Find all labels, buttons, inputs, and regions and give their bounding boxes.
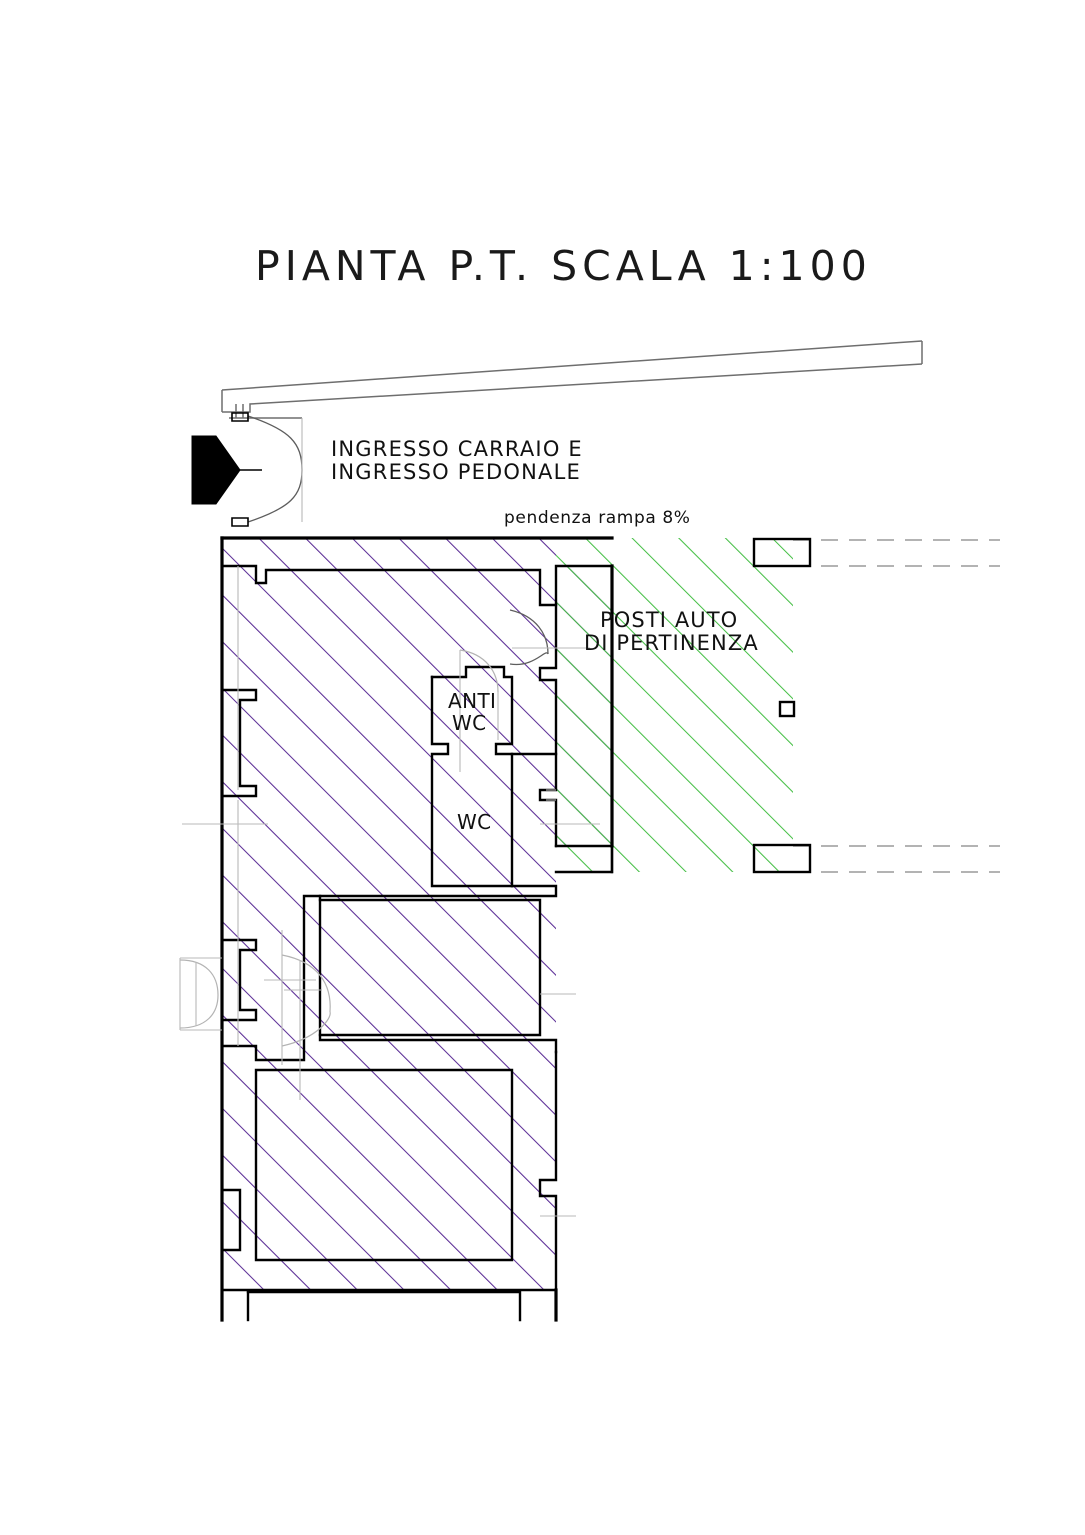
parking-grid-dashed-lines xyxy=(793,539,1000,873)
room-label-anti-wc-line2: WC xyxy=(452,711,487,735)
hatch-building-purple xyxy=(222,538,612,1290)
ramp-slope-note: pendenza rampa 8% xyxy=(504,508,691,528)
parking-pillars xyxy=(752,537,812,874)
building-walls xyxy=(220,536,614,1322)
canopy-roof xyxy=(221,340,923,419)
entrance-note-line2: INGRESSO PEDONALE xyxy=(331,460,581,484)
parking-area-label-line2: DI PERTINENZA xyxy=(584,631,759,655)
door-swing-arcs xyxy=(179,412,590,1100)
entrance-direction-arrow xyxy=(191,435,262,505)
room-label-anti-wc-line1: ANTI xyxy=(448,689,496,713)
page-title: PIANTA P.T. SCALA 1:100 xyxy=(255,242,872,290)
entrance-note-line1: INGRESSO CARRAIO E xyxy=(331,437,583,461)
room-label-wc: WC xyxy=(457,810,492,834)
parking-area-label-line1: POSTI AUTO xyxy=(600,608,738,632)
hatch-parking-green xyxy=(556,538,793,872)
projection-lines xyxy=(182,789,600,1217)
